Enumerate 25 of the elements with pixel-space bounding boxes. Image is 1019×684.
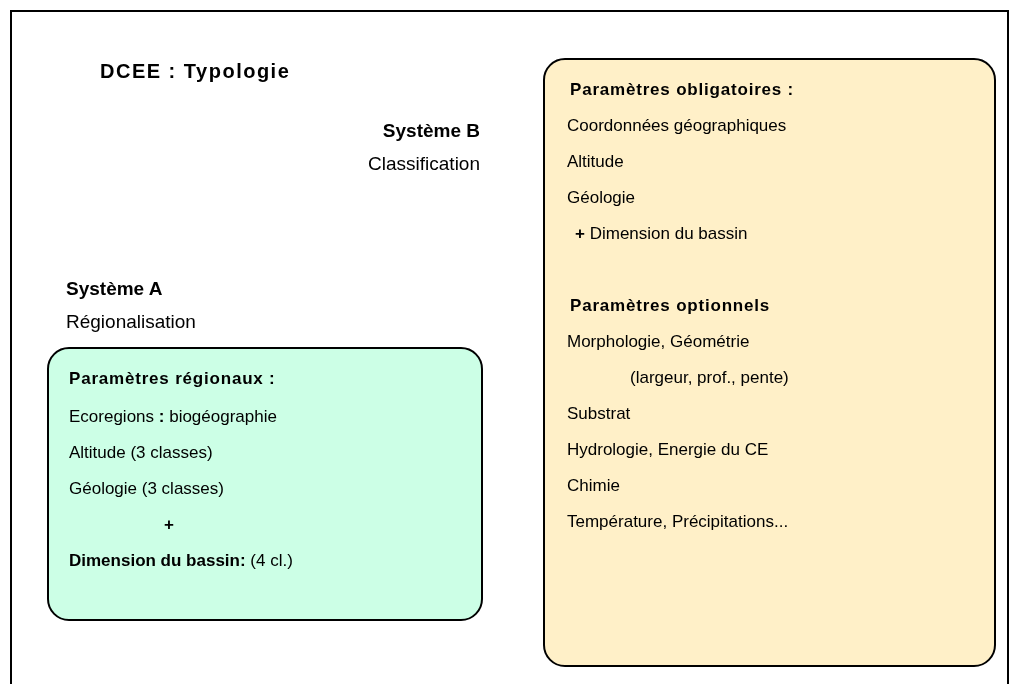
system-heading: Système B [382, 120, 480, 142]
parameter-text: Géologie [567, 188, 636, 208]
parameter-text: Morphologie, Géométrie [567, 332, 750, 352]
title: DCEE : Typologie [100, 60, 291, 83]
parameter-text: Chimie [567, 476, 620, 496]
parameter-panel [543, 58, 996, 667]
system-subtitle: Classification [368, 153, 480, 175]
parameter-text: Température, Précipitations... [567, 512, 789, 532]
panel-heading: Paramètres optionnels [570, 296, 771, 316]
parameter-text: (largeur, prof., pente) [630, 368, 789, 388]
parameter-text: Ecoregions : biogéographie [69, 407, 277, 427]
panel-heading: Paramètres régionaux : [69, 369, 276, 389]
system-heading: Système A [66, 278, 163, 300]
parameter-text: Substrat [567, 404, 631, 424]
parameter-text: Coordonnées géographiques [567, 116, 787, 136]
parameter-text: Altitude [567, 152, 624, 172]
parameter-text: Hydrologie, Energie du CE [567, 440, 769, 460]
system-subtitle: Régionalisation [66, 311, 196, 333]
parameter-text: Altitude (3 classes) [69, 443, 213, 463]
parameter-panel [47, 347, 483, 621]
parameter-text: Géologie (3 classes) [69, 479, 224, 499]
parameter-text: + Dimension du bassin [575, 224, 748, 244]
parameter-text: Dimension du bassin: (4 cl.) [69, 551, 293, 571]
parameter-text: + [164, 515, 174, 535]
panel-heading: Paramètres obligatoires : [570, 80, 795, 100]
